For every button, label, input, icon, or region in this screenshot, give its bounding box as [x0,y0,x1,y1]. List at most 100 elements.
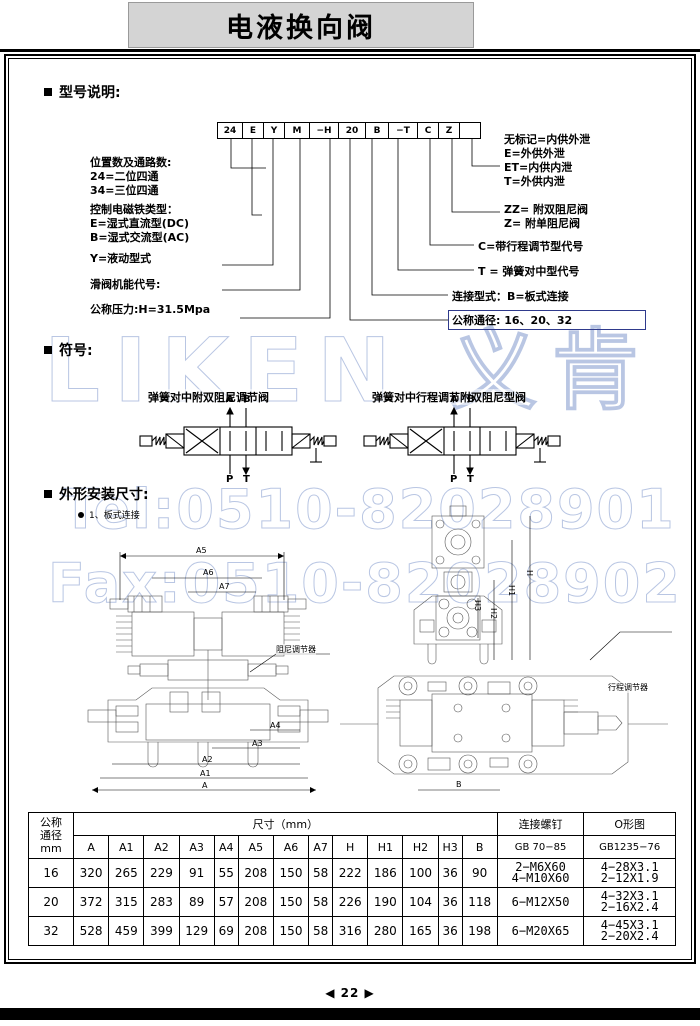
table-column-H2: H2 [402,835,439,859]
table-cell-nominal: 20 [28,887,74,917]
bullet-square-icon [44,88,52,96]
model-right-label-3: T=外供内泄 [504,175,565,188]
dim-label-b: B [456,780,462,789]
title-divider [0,49,700,52]
table-cell-screw-line-0: 6−M20X65 [511,923,570,938]
table-cell-A6: 150 [272,887,310,917]
symbol-port-p-right: P [450,474,458,485]
model-right-label-1: E=外供外泄 [504,147,565,160]
table-column-A7: A7 [308,835,334,859]
page-number: ◀ 22 ▶ [325,986,375,1000]
model-right-label-7: T = 弹簧对中型代号 [478,265,580,278]
table-column-A1: A1 [108,835,145,859]
table-column-H: H [332,835,369,859]
symbol-port-a-right: A [450,394,458,405]
table-cell-screw: 6−M20X65 [496,916,585,946]
dim-label-a5: A5 [196,546,207,555]
footer-bar [0,1008,700,1020]
table-cell-B: 198 [461,916,498,946]
table-cell-screw-line-1: 4−M10X60 [511,871,570,885]
model-right-label-8: 连接型式：B=板式连接 [452,290,569,303]
table-column-A2: A2 [143,835,180,859]
dim-label-a2: A2 [202,755,213,764]
model-left-label-7: 滑阀机能代号: [90,278,161,291]
table-cell-H2: 104 [402,887,439,917]
table-column-H3: H3 [437,835,463,859]
table-cell-screw: 6−M12X50 [496,887,585,917]
table-cell-A: 320 [72,858,110,888]
table-column-A4: A4 [213,835,239,859]
table-cell-oring-line-0: 4−45X3.1 [600,918,659,932]
symbol-port-t-left: T [243,474,250,485]
table-cell-A5: 208 [237,916,274,946]
symbol-port-b-right: B [467,394,475,405]
table-cell-H1: 186 [367,858,404,888]
table-cell-oring-line-1: 2−20X2.4 [600,929,659,943]
section-heading-model-label: 型号说明: [59,85,121,101]
dim-label-a7: A7 [219,582,230,591]
table-cell-A7: 58 [308,916,334,946]
symbol-caption-right: 弹簧对中行程调节附双阻尼型阀 [372,389,526,405]
table-cell-H3: 36 [437,858,463,888]
table-header-screw: 连接螺钉 [496,812,585,836]
model-left-label-6: Y=液动型式 [90,252,152,265]
page-frame-inner [8,58,692,960]
dim-label-a: A [202,781,208,790]
model-left-label-2: 34=三位四通 [90,184,159,197]
model-left-label-0: 位置数及通路数: [90,156,172,169]
table-cell-A6: 150 [272,916,310,946]
section-sub-plate-mounting: 1、板式连接 [78,508,140,521]
table-screw-standard: GB 70−85 [496,835,585,859]
dim-label-a4: A4 [270,721,281,730]
section-heading-dimensions-label: 外形安装尺寸: [59,487,149,503]
table-column-A5: A5 [237,835,274,859]
table-cell-A1: 315 [108,887,145,917]
table-cell-A2: 229 [143,858,180,888]
table-cell-oring-line-1: 2−16X2.4 [600,900,659,914]
table-cell-A2: 399 [143,916,180,946]
model-left-label-3: 控制电磁铁类型： [90,203,178,216]
table-header-nominal-line-2: mm [40,842,62,855]
model-left-label-5: B=湿式交流型(AC) [90,231,190,244]
table-cell-A3: 89 [178,887,215,917]
dim-label-h: H [525,570,534,577]
table-column-A6: A6 [272,835,310,859]
table-cell-A1: 265 [108,858,145,888]
model-right-label-4: ZZ= 附双阻尼阀 [504,203,588,216]
table-cell-screw-line-0: 6−M12X50 [511,894,570,909]
section-sub-label: 1、板式连接 [89,511,140,521]
table-header-dimensions: 尺寸（mm） [73,812,498,836]
nominal-diameter-highlight-box [448,310,646,330]
page-frame-outer [4,54,696,964]
table-cell-H1: 190 [367,887,404,917]
table-header-oring: O形图 [583,812,676,836]
model-left-label-1: 24=二位四通 [90,170,159,183]
table-column-A: A [72,835,110,859]
table-cell-A: 528 [72,916,110,946]
dim-label-h2: H2 [489,608,498,620]
table-cell-H: 316 [332,916,369,946]
symbol-port-p-left: P [226,474,234,485]
table-cell-H1: 280 [367,916,404,946]
table-cell-H2: 100 [402,858,439,888]
note-damping-regulator: 阻尼调节器 [276,644,316,655]
model-left-label-8: 公称压力:H=31.5Mpa [90,303,211,316]
table-header-nominal-line-1: 通径 [40,829,62,842]
note-stroke-adjuster: 行程调节器 [608,682,648,693]
symbol-port-a-left: A [226,394,234,405]
dim-label-a3: A3 [252,739,263,748]
table-cell-B: 90 [461,858,498,888]
table-cell-A4: 57 [213,887,239,917]
dim-label-a6: A6 [203,568,214,577]
model-right-label-9: 公称通径: 16、20、32 [452,314,573,327]
